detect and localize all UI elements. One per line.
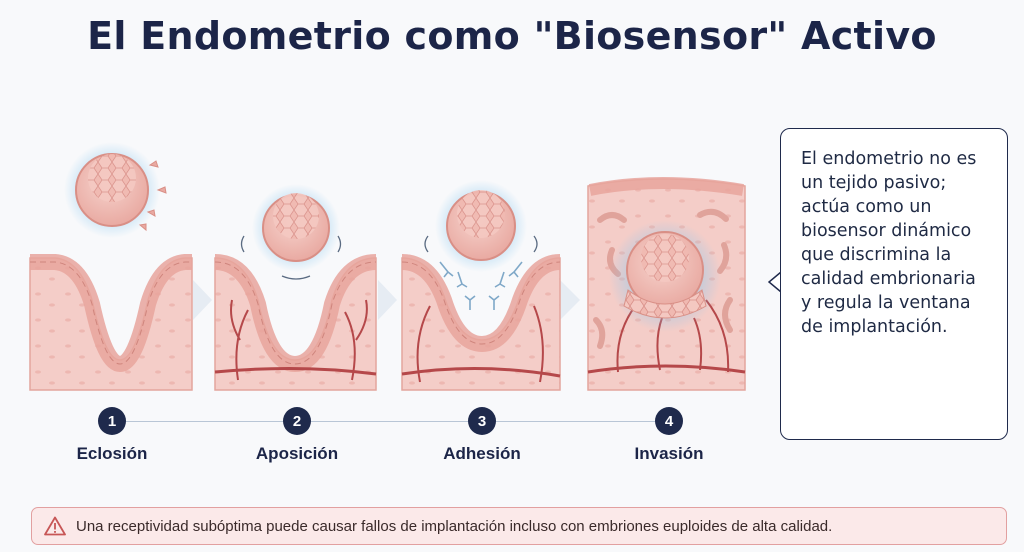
step-label-4: Invasión [634, 444, 704, 463]
arrow-icon-2 [378, 280, 397, 320]
step-number-1: 1 [98, 407, 126, 435]
step-label-2: Aposición [255, 444, 339, 463]
warning-triangle-icon [44, 516, 66, 536]
warning-text: Una receptividad subóptima puede causar … [76, 517, 833, 535]
stage-4-invasion [587, 177, 746, 391]
timeline-line [112, 421, 672, 422]
callout-text: El endometrio no es un tejido pasivo; ac… [801, 149, 977, 337]
stage-3-adhesion [401, 180, 561, 391]
step-label-1: Eclosión [76, 444, 148, 463]
warning-banner: Una receptividad subóptima puede causar … [31, 507, 1007, 545]
step-number-2: 2 [283, 407, 311, 435]
adhesion-molecules [439, 261, 523, 310]
step-label-3: Adhesión [443, 444, 521, 463]
step-number-4: 4 [655, 407, 683, 435]
step-number-3: 3 [468, 407, 496, 435]
arrow-icon-1 [193, 280, 212, 320]
arrow-icon-3 [560, 280, 580, 320]
page-title: El Endometrio como "Biosensor" Activo [87, 14, 937, 58]
stage-arrows [193, 280, 580, 320]
stage-1-hatching [29, 142, 193, 391]
callout-box: El endometrio no es un tejido pasivo; ac… [780, 128, 1008, 440]
stage-2-apposition [214, 184, 377, 391]
